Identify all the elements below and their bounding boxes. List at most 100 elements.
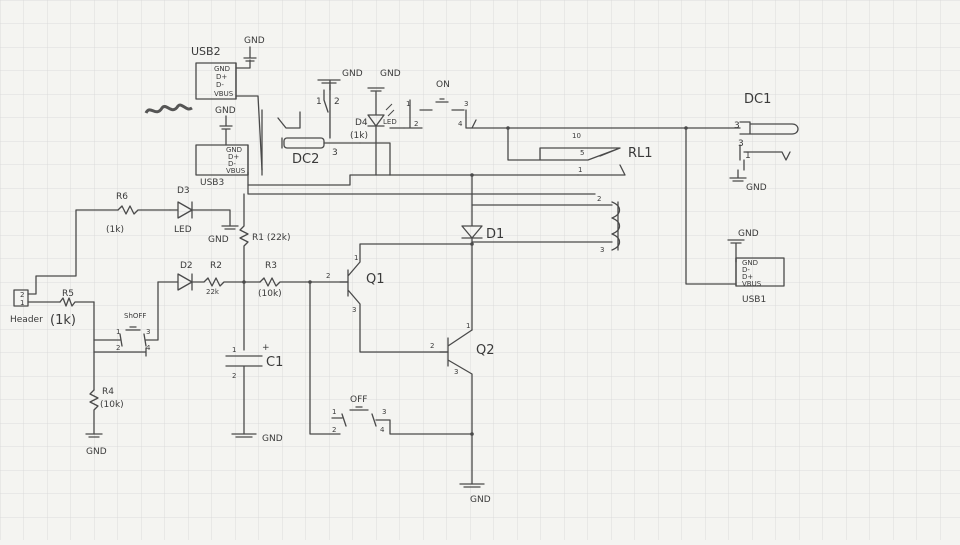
sw-on: ON 1 3 2 4 (403, 80, 477, 129)
usb3-pin-dp: D+ (228, 153, 239, 161)
dc1-pin-3b: 3 (738, 139, 744, 149)
sw-on-pin-2: 2 (414, 120, 418, 128)
usb2-pin-dm: D- (216, 81, 224, 89)
usb3-connector: GND D+ D- VBUS USB3 (195, 144, 249, 188)
c1-pin-2: 2 (232, 372, 236, 380)
sw-on-pin-3: 3 (464, 100, 468, 108)
rl1-pin-10: 10 (572, 132, 581, 140)
usb1-connector: GND D- D+ VBUS USB1 (735, 257, 785, 305)
r6-label: R6 (116, 192, 128, 202)
r5-label: R5 (62, 289, 74, 299)
d4-value: (1k) (350, 131, 368, 141)
usb3-label: USB3 (200, 178, 224, 188)
usb2-connector: GND D+ D- VBUS USB2 (191, 45, 237, 100)
r1-label: R1 (22k) (252, 233, 291, 243)
q2-pin-2: 2 (430, 342, 434, 350)
usb2-pin-vbus: VBUS (214, 90, 234, 98)
dc2-gnd-label: GND (342, 69, 363, 79)
r5-value: (1k) (50, 313, 76, 328)
q2-transistor: Q2 2 1 3 (430, 322, 495, 485)
d3-label: D3 (177, 186, 190, 196)
dc2-pin-1: 1 (316, 97, 322, 107)
r4-gnd-label: GND (86, 447, 107, 457)
usb1-pin-dm: D- (742, 266, 750, 274)
usb1-pin-vbus: VBUS (742, 280, 762, 288)
d4-led: D4 (1k) LED (350, 91, 397, 176)
usb3-gnd-label: GND (215, 106, 236, 116)
r6-resistor: R6 (1k) (106, 192, 171, 235)
r2-resistor: R2 22k (191, 261, 261, 296)
q1-transistor: Q1 2 1 3 (326, 243, 473, 353)
usb1-pin-dp: D+ (742, 273, 753, 281)
dc1-pin-1: 1 (745, 151, 751, 161)
dc1-jack: DC1 3 3 1 (734, 92, 799, 171)
r4-value: (10k) (100, 400, 124, 410)
q2-gnd-label: GND (470, 495, 491, 505)
header-connector: 2 1 Header (10, 289, 43, 325)
usb2-label: USB2 (191, 45, 221, 58)
q1-label: Q1 (366, 272, 385, 287)
d1-label: D1 (486, 227, 504, 242)
sw-shoff-label: ShOFF (124, 312, 146, 320)
c1-pin-1: 1 (232, 346, 236, 354)
usb2-pin-dp: D+ (216, 73, 227, 81)
sw-off-pin-2: 2 (332, 426, 336, 434)
scribble-mark (144, 103, 193, 114)
r1-resistor: R1 (22k) (239, 193, 291, 351)
q2-pin-3: 3 (454, 368, 458, 376)
usb3-pin-vbus: VBUS (226, 167, 246, 175)
dc1-label: DC1 (744, 92, 771, 107)
q1-pin-3: 3 (352, 306, 356, 314)
d4-label: D4 (355, 118, 368, 128)
usb1-pin-gnd: GND (742, 259, 758, 267)
q1-pin-1: 1 (354, 254, 358, 262)
usb3-pin-gnd: GND (226, 146, 242, 154)
sw-off: OFF 1 3 2 4 (309, 281, 473, 435)
sw-off-label: OFF (350, 395, 367, 405)
header-pin-2: 2 (20, 291, 24, 299)
q2-pin-1: 1 (466, 322, 470, 330)
r3-resistor: R3 (10k) (258, 261, 349, 299)
header-pin-1: 1 (20, 299, 24, 307)
sw-shoff: ShOFF 1 3 2 4 (93, 281, 159, 357)
q1-pin-2: 2 (326, 272, 330, 280)
dc2-pin-3: 3 (332, 148, 338, 158)
r3-label: R3 (265, 261, 277, 271)
q2-label: Q2 (476, 343, 495, 358)
dc1-pin-3a: 3 (734, 121, 740, 131)
c1-capacitor: C1 + 1 2 (225, 343, 283, 435)
sw-shoff-pin-4: 4 (146, 344, 151, 352)
d3-gnd-label: GND (208, 235, 229, 245)
c1-gnd-label: GND (262, 434, 283, 444)
d1-diode: D1 (461, 204, 504, 331)
usb2-gnd-label: GND (244, 36, 265, 46)
sw-shoff-pin-2: 2 (116, 344, 120, 352)
rl1-label: RL1 (628, 146, 653, 161)
rl1-relay: RL1 10 5 1 2 3 (507, 127, 653, 254)
usb1-label: USB1 (742, 295, 766, 305)
r3-value: (10k) (258, 289, 282, 299)
r4-resistor: R4 (10k) (89, 387, 124, 435)
dc2-label: DC2 (292, 152, 319, 167)
usb2-pin-gnd: GND (214, 65, 230, 73)
sw-on-pin-1: 1 (406, 100, 410, 108)
usb3-pin-dm: D- (228, 160, 236, 168)
rl1-pin-2: 2 (597, 195, 601, 203)
d4-led-label: LED (383, 118, 397, 126)
sw-off-pin-1: 1 (332, 408, 336, 416)
dc2-jack: DC2 1 2 3 (277, 84, 361, 167)
dc1-gnd-label: GND (746, 183, 767, 193)
sw-off-pin-4: 4 (380, 426, 385, 434)
rl1-pin-5: 5 (580, 149, 584, 157)
sw-shoff-pin-3: 3 (146, 328, 150, 336)
r2-label: R2 (210, 261, 222, 271)
r2-value: 22k (206, 288, 220, 296)
sw-on-pin-4: 4 (458, 120, 463, 128)
d3-led: D3 LED (169, 186, 231, 235)
r4-label: R4 (102, 387, 114, 397)
sw-shoff-pin-1: 1 (116, 328, 120, 336)
usb1-gnd-label: GND (738, 229, 759, 239)
